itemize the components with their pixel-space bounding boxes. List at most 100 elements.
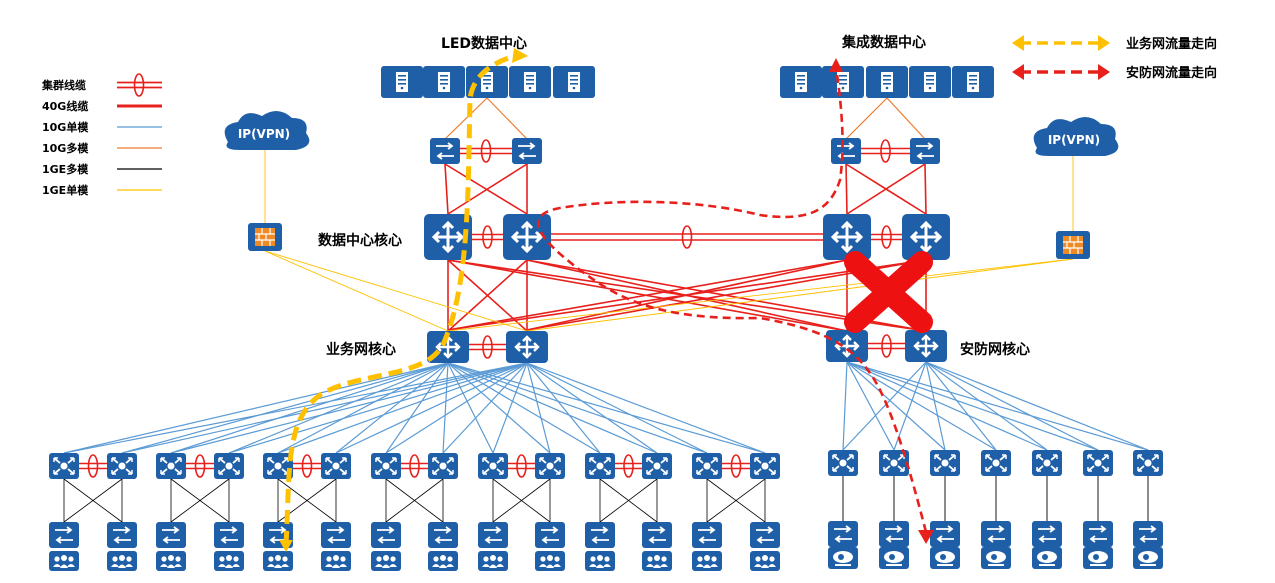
firewall-icon [1055,230,1091,260]
cluster-ring-icon [880,139,891,163]
link-10g-singlemode [335,362,528,454]
link-10g-singlemode [925,361,1048,451]
link-1ge-singlemode [526,258,1074,332]
link-40g [846,163,926,215]
devices-layer [48,66,1164,571]
access-switch-icon [641,521,673,549]
access-switch-icon [1082,520,1114,548]
aggregation-switch-icon [213,452,245,480]
link-10g-singlemode [846,361,1149,451]
access-switch-icon [827,520,859,548]
user-group-icon [750,551,780,571]
aggregation-switch-icon [929,449,961,477]
cluster-ring-icon [730,454,742,478]
link-40g [845,163,848,215]
server-icon [877,68,897,96]
aggregation-switch-icon [827,449,859,477]
access-switch-icon [427,521,459,549]
link-1ge-multimode [599,478,658,523]
link-40g [447,259,927,331]
dc-access-switch-icon [830,137,862,165]
cluster-ring-icon [881,334,892,358]
link-10g-singlemode [526,362,766,454]
link-40g [924,163,927,215]
legend-label: 集群线缆 [41,78,86,92]
cluster-ring-icon [482,335,493,359]
cluster-ring-icon [409,454,420,478]
link-10g-singlemode [442,362,528,454]
aggregation-switch-icon [534,452,566,480]
link-10g-singlemode [385,362,449,454]
link-10g-singlemode [447,362,708,454]
server-icon [833,68,853,96]
user-group-icon [371,551,401,571]
access-switch-icon [155,521,187,549]
link-10g-singlemode [170,362,528,454]
arrowhead-icon [1012,64,1024,80]
traffic-flows-layer [279,48,934,552]
core-switch-icon [903,328,949,364]
link-10g-singlemode [842,361,927,451]
arrowhead-icon [918,530,934,544]
access-switch-icon [48,521,80,549]
business-traffic-path [283,52,521,546]
aggregation-switch-icon [427,452,459,480]
link-1ge-multimode [385,478,444,523]
legend-flow-label: 安防网流量走向 [1126,65,1217,81]
link-10g-singlemode [893,361,927,451]
camera-icon [827,546,859,570]
camera-icon [980,546,1012,570]
link-10g-singlemode [447,362,658,454]
legend-label: 10G多模 [42,141,89,155]
legend-flow-label: 业务网流量走向 [1126,36,1217,52]
link-10g-singlemode [846,361,1048,451]
aggregation-switch-icon [48,452,80,480]
arrowhead-icon [1098,35,1110,51]
fault-x-icon [844,251,933,333]
link-10g-singlemode [492,362,528,454]
link-10g-singlemode [526,362,601,454]
aggregation-switch-icon [584,452,616,480]
server-icon [392,68,412,96]
cluster-ring-icon [516,454,527,478]
access-switch-icon [477,521,509,549]
user-group-icon [263,551,293,571]
link-10g-singlemode [526,362,658,454]
link-10g-singlemode [846,361,946,451]
link-10g-singlemode [442,362,449,454]
user-group-icon [214,551,244,571]
link-40g [447,259,528,332]
cluster-ring-icon [482,225,493,249]
core-switch-icon [504,329,550,365]
link-40g [444,163,449,215]
server-icon [920,68,940,96]
cluster-ring-icon [133,73,145,97]
access-switch-icon [691,521,723,549]
user-group-icon [478,551,508,571]
link-10g-singlemode [385,362,528,454]
link-10g-singlemode [925,361,946,451]
user-group-icon [692,551,722,571]
link-10g-singlemode [526,362,708,454]
access-switch-icon [1031,520,1063,548]
camera-icon [1082,546,1114,570]
link-10g-multimode [444,97,488,140]
access-switch-icon [320,521,352,549]
access-switch-icon [106,521,138,549]
camera-icon [1031,546,1063,570]
cluster-ring-icon [480,139,492,163]
arrowhead-icon [1012,35,1024,51]
camera-icon [1132,546,1164,570]
link-10g-singlemode [842,361,848,451]
aggregation-switch-icon [320,452,352,480]
server-icon [791,68,811,96]
access-switch-icon [878,520,910,548]
cloud-icon [1033,116,1119,156]
legend-label: 1GE单模 [42,183,89,197]
security-traffic-path [537,66,928,533]
access-switch-icon [929,520,961,548]
aggregation-switch-icon [1031,449,1063,477]
aggregation-switch-icon [980,449,1012,477]
